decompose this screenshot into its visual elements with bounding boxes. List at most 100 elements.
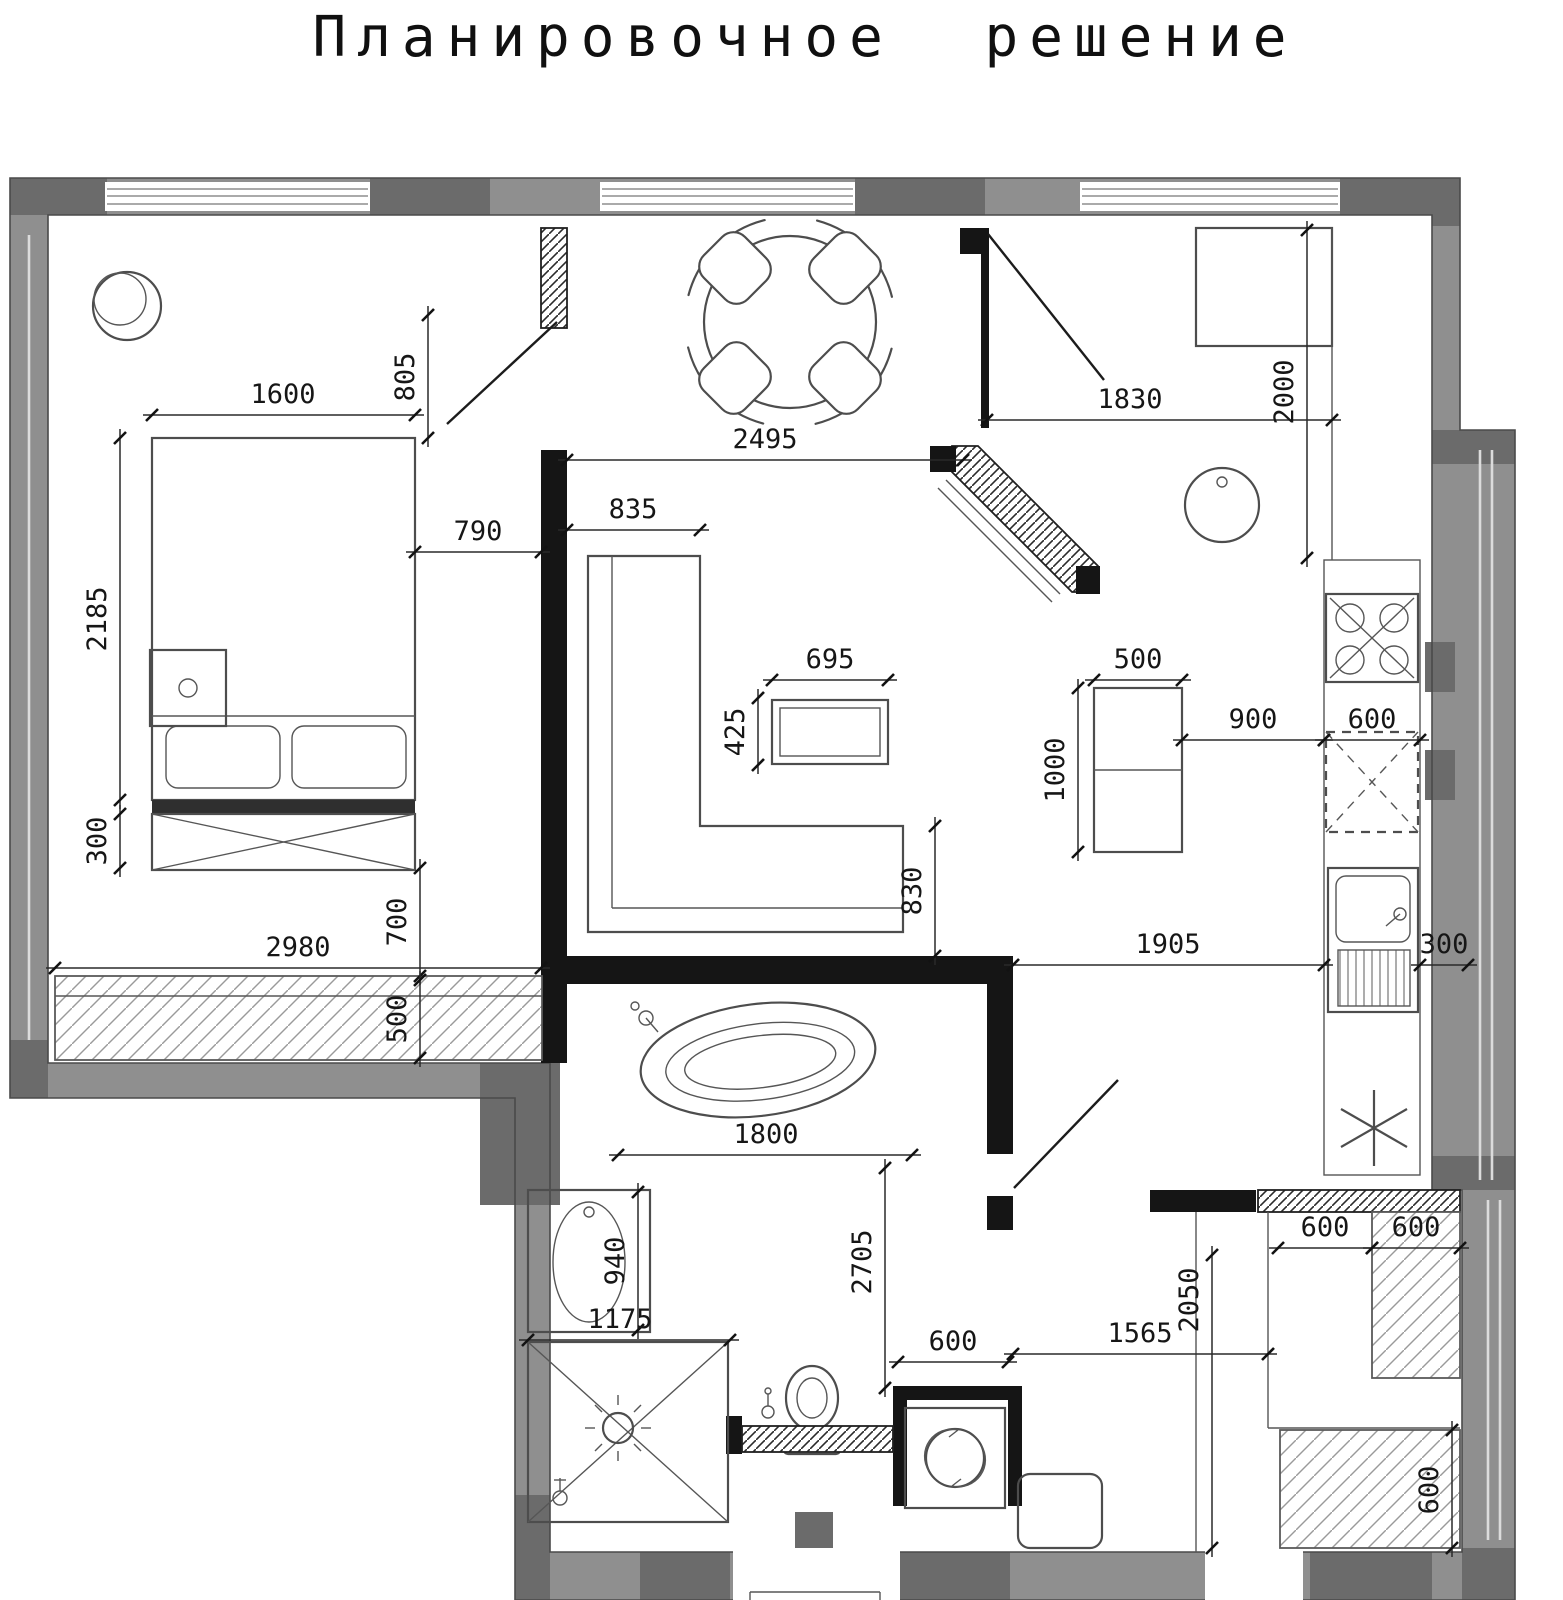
dim-counter-depth: 300 xyxy=(1411,929,1477,972)
dim-hall-depth: 2000 xyxy=(1269,221,1314,567)
wardrobe-hatch-bottom xyxy=(1279,1429,1461,1549)
dim-hall-width: 1830 xyxy=(978,384,1341,427)
svg-text:300: 300 xyxy=(1420,929,1469,960)
dim-shower-width: 1175 xyxy=(519,1304,739,1347)
dim-corridor: 790 xyxy=(406,516,550,559)
svg-text:1600: 1600 xyxy=(250,379,315,410)
svg-text:1905: 1905 xyxy=(1135,929,1200,960)
svg-text:500: 500 xyxy=(1114,644,1163,675)
dining-chair xyxy=(698,341,772,415)
svg-text:300: 300 xyxy=(82,817,113,866)
dim-hall2-width: 1565 xyxy=(1004,1318,1277,1361)
bedroom-furniture xyxy=(54,270,543,1061)
svg-text:600: 600 xyxy=(1392,1212,1441,1243)
vanity-sink-icon xyxy=(526,1188,652,1334)
svg-text:2495: 2495 xyxy=(732,424,797,455)
svg-text:805: 805 xyxy=(390,353,421,402)
bed xyxy=(150,436,417,802)
dim-island-length: 1000 xyxy=(1040,679,1085,861)
dim-kitchen-width: 1905 xyxy=(1004,929,1333,972)
sofa xyxy=(586,554,905,934)
dim-hall2-depth: 2050 xyxy=(1174,1246,1219,1557)
outer-boundary xyxy=(9,177,1516,1600)
kitchen-fixtures xyxy=(1092,559,1421,1176)
dim-sofa-offset: 835 xyxy=(558,494,709,537)
dresser xyxy=(150,800,417,872)
svg-text:425: 425 xyxy=(720,708,751,757)
dim-bath-length: 2705 xyxy=(847,1159,892,1397)
wardrobe-area xyxy=(1016,1211,1461,1550)
washing-machine-icon xyxy=(903,1406,1007,1510)
interior-walls xyxy=(446,227,1461,1552)
doormat xyxy=(1016,1472,1104,1550)
dim-sofa-depth: 830 xyxy=(897,817,942,965)
dim-wardrobe-c: 600 xyxy=(1414,1421,1459,1557)
dim-washer-width: 600 xyxy=(889,1326,1017,1369)
dim-coffee-table-depth: 425 xyxy=(720,689,765,774)
dimensions: 1600 805 2495 1830 2000 790 835 2185 695… xyxy=(46,221,1477,1557)
svg-text:600: 600 xyxy=(1348,704,1397,735)
hall-door-leaf xyxy=(987,233,1105,381)
dim-closet-width: 700 xyxy=(382,859,427,985)
coffee-table xyxy=(770,698,890,766)
svg-text:600: 600 xyxy=(929,1326,978,1357)
shower-icon xyxy=(526,1340,730,1524)
dining-table xyxy=(702,234,878,410)
dim-bedroom-width: 2980 xyxy=(46,932,550,975)
dining-chair xyxy=(808,341,882,415)
dim-bed-length: 2185 xyxy=(82,429,127,809)
kitchen-sink-icon xyxy=(1326,866,1420,1014)
dining-set xyxy=(683,215,897,429)
svg-text:2705: 2705 xyxy=(847,1229,878,1294)
planned-cabinet xyxy=(1324,730,1420,834)
svg-text:700: 700 xyxy=(382,898,413,947)
kitchen-counter xyxy=(1323,559,1421,1176)
dim-wardrobe-b: 600 xyxy=(1363,1212,1469,1255)
svg-text:790: 790 xyxy=(454,516,503,547)
dim-coffee-table-width: 695 xyxy=(763,644,897,687)
svg-text:1175: 1175 xyxy=(587,1304,652,1335)
svg-text:2980: 2980 xyxy=(265,932,330,963)
svg-text:940: 940 xyxy=(600,1237,631,1286)
entry-fixtures xyxy=(1183,226,1334,560)
dim-bath-width: 1800 xyxy=(609,1119,921,1162)
living-room-furniture xyxy=(586,554,905,934)
svg-text:500: 500 xyxy=(382,995,413,1044)
dim-dresser-depth: 300 xyxy=(82,805,127,877)
svg-text:1800: 1800 xyxy=(733,1119,798,1150)
stove-icon xyxy=(1324,592,1420,684)
svg-text:1565: 1565 xyxy=(1107,1318,1172,1349)
balcony-door-opening xyxy=(1205,1548,1303,1600)
bedside-table xyxy=(148,648,228,728)
svg-text:2050: 2050 xyxy=(1174,1267,1205,1332)
dining-chair xyxy=(808,231,882,305)
balcony-strip xyxy=(54,975,543,1061)
bathroom-door-leaf xyxy=(1013,1079,1119,1189)
svg-text:835: 835 xyxy=(609,494,658,525)
dim-entry-gap: 805 xyxy=(390,306,435,447)
inner-boundary xyxy=(47,214,1463,1553)
bathroom-fixtures xyxy=(526,1001,1007,1524)
vanity-counter xyxy=(741,1387,894,1453)
dim-counter-width: 600 xyxy=(1315,704,1429,747)
svg-text:600: 600 xyxy=(1301,1212,1350,1243)
dim-balcony-depth: 500 xyxy=(382,971,427,1067)
pedestal-sink-icon xyxy=(1183,466,1261,544)
dim-kitchen-run: 900 xyxy=(1173,704,1333,747)
svg-text:695: 695 xyxy=(806,644,855,675)
svg-text:830: 830 xyxy=(897,867,928,916)
kitchen-island xyxy=(1092,686,1184,854)
svg-text:1830: 1830 xyxy=(1097,384,1162,415)
dim-island-width: 500 xyxy=(1085,644,1191,687)
drawing-title: Планировочное решение xyxy=(312,5,1297,70)
bathtub-icon xyxy=(639,1001,877,1119)
fridge-snowflake-icon xyxy=(1340,1090,1408,1166)
dim-dining-width: 2495 xyxy=(558,424,972,467)
svg-text:2000: 2000 xyxy=(1269,359,1300,424)
armchair-icon xyxy=(91,270,163,342)
hall-cabinet xyxy=(1194,226,1334,348)
wardrobe-hatch-top xyxy=(1371,1211,1461,1379)
dim-bed-width: 1600 xyxy=(143,379,424,422)
svg-text:2185: 2185 xyxy=(82,586,113,651)
svg-text:900: 900 xyxy=(1229,704,1278,735)
